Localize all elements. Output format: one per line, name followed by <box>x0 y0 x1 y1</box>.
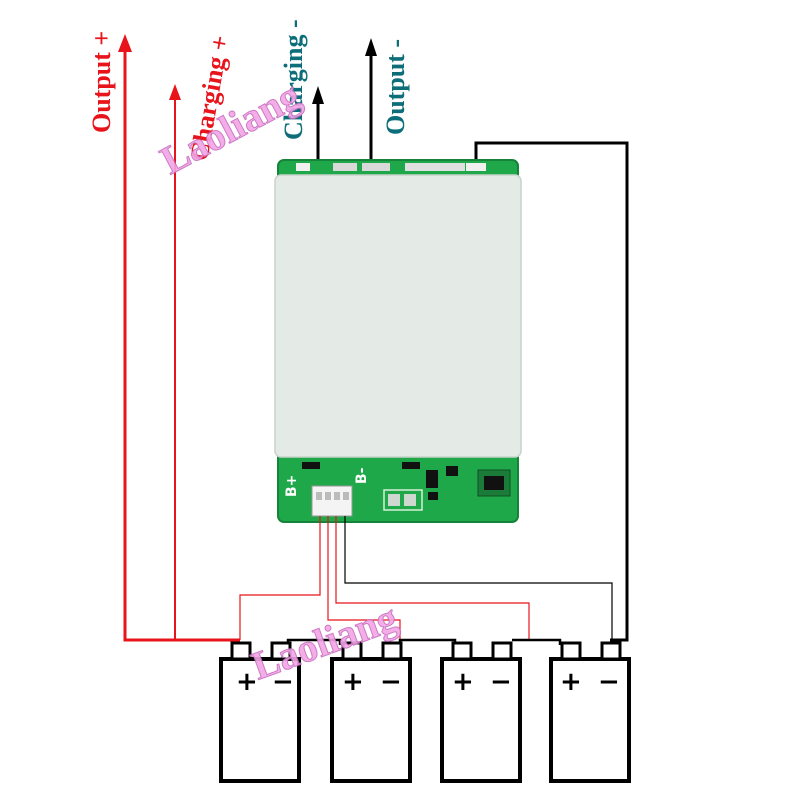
battery-3-neg: − <box>490 667 512 697</box>
bms-board: B+ B- <box>274 159 522 523</box>
label-charging-neg: Charging - <box>279 19 308 140</box>
output-neg-wire <box>365 38 377 168</box>
battery-1-pos: + <box>236 667 258 697</box>
battery-cell-3: + − <box>440 641 522 783</box>
battery-2-neg: − <box>380 667 402 697</box>
battery-4-pos: + <box>560 667 582 697</box>
battery-cell-4: + − <box>549 641 631 783</box>
battery-3-pos: + <box>452 667 474 697</box>
battery-1-neg: − <box>272 667 294 697</box>
balance-wires <box>239 516 613 655</box>
battery-4-neg: − <box>598 667 620 697</box>
battery-2-pos: + <box>342 667 364 697</box>
balance-connector <box>311 485 353 517</box>
battery-neg-wire <box>474 141 629 642</box>
label-output-pos: Output + <box>87 31 116 133</box>
board-cover <box>274 174 522 458</box>
battery-cell-2: + − <box>330 641 412 783</box>
pin-b-pos-label: B+ <box>284 475 300 497</box>
output-pos-wire <box>118 34 240 642</box>
battery-cell-1: + − <box>219 641 301 783</box>
pin-b-neg-label: B- <box>354 467 370 484</box>
label-output-neg: Output - <box>381 39 410 135</box>
charging-pos-wire <box>169 84 181 640</box>
charging-neg-wire <box>312 86 324 168</box>
